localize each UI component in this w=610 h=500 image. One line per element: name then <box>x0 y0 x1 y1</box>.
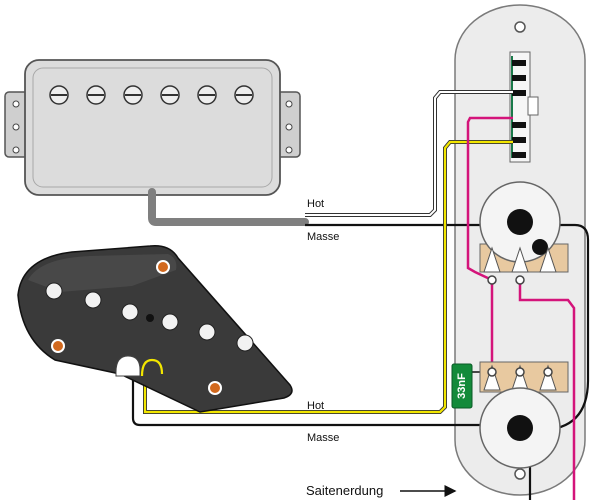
neck-humbucker <box>4 59 301 196</box>
pole-piece-icon <box>123 85 143 105</box>
screw-icon <box>51 339 65 353</box>
volume-pot[interactable] <box>479 181 569 285</box>
screw-icon <box>208 381 222 395</box>
pole-piece-icon <box>161 313 179 331</box>
neck-hot-label: Hot <box>307 198 324 210</box>
bridge-ground-wire <box>128 361 496 427</box>
pole-piece-icon <box>45 282 63 300</box>
pole-piece-icon <box>234 85 254 105</box>
three-way-switch[interactable] <box>509 51 539 163</box>
screw-icon <box>12 146 20 154</box>
neck-ground-wire <box>305 223 590 432</box>
neck-pickup-cable <box>148 188 309 226</box>
neck-ground-label: Masse <box>307 231 339 243</box>
bridge-hot-label: Hot <box>307 400 324 412</box>
mounting-hole-icon <box>514 21 526 33</box>
pole-piece-icon <box>86 85 106 105</box>
screw-icon <box>156 260 170 274</box>
pole-piece-icon <box>49 85 69 105</box>
mounting-hole-icon <box>514 468 526 480</box>
switch-output-wire <box>466 116 513 282</box>
tone-pot[interactable] <box>479 361 569 469</box>
pole-piece-icon <box>197 85 217 105</box>
pole-piece-icon <box>198 323 216 341</box>
bridge-ground-label: Masse <box>307 432 339 444</box>
pole-piece-icon <box>236 334 254 352</box>
screw-icon <box>285 123 293 131</box>
pot-knob-icon <box>507 415 533 441</box>
string-ground-label: Saitenerdung <box>306 483 383 498</box>
screw-icon <box>285 100 293 108</box>
pole-piece-icon <box>121 303 139 321</box>
screw-icon <box>285 146 293 154</box>
pole-piece-icon <box>84 291 102 309</box>
bridge-single-coil <box>17 245 293 413</box>
capacitor-label: 33nF <box>456 373 468 399</box>
screw-icon <box>12 123 20 131</box>
tone-capacitor: 33nF <box>451 363 473 409</box>
screw-icon <box>12 100 20 108</box>
pole-piece-icon <box>160 85 180 105</box>
pot-knob-icon <box>507 209 533 235</box>
output-jack-wire <box>518 280 576 500</box>
